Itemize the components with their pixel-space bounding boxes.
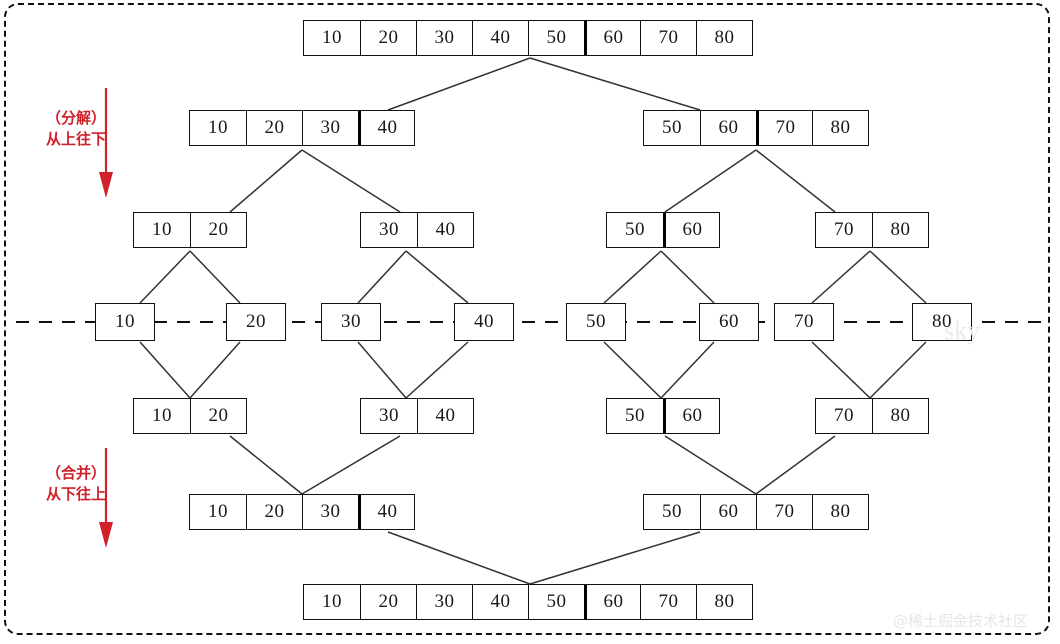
array-row-single-7[interactable]: 70 [774, 303, 834, 341]
array-row-level-2-c[interactable]: 50 60 [606, 212, 720, 248]
array-cell-split-boundary[interactable]: 70 [756, 111, 812, 145]
array-cell[interactable]: 20 [190, 213, 246, 247]
array-cell[interactable]: 80 [812, 495, 868, 529]
array-cell-split-boundary[interactable]: 40 [358, 495, 414, 529]
annotation-divide-line1: （分解） [45, 109, 106, 127]
array-cell[interactable]: 40 [417, 213, 473, 247]
array-cell[interactable]: 10 [96, 304, 154, 340]
divide-arrow-icon [99, 88, 113, 198]
array-cell[interactable]: 80 [696, 21, 752, 55]
array-cell[interactable]: 20 [360, 21, 416, 55]
merge-arrow-icon [99, 448, 113, 548]
array-cell[interactable]: 80 [872, 213, 928, 247]
array-cell[interactable]: 20 [360, 585, 416, 619]
array-cell-split-boundary[interactable]: 60 [663, 399, 719, 433]
array-cell[interactable]: 80 [812, 111, 868, 145]
array-cell[interactable]: 60 [700, 304, 758, 340]
array-row-level-2-a[interactable]: 10 20 [133, 212, 247, 248]
array-cell[interactable]: 20 [246, 495, 302, 529]
array-cell[interactable]: 70 [756, 495, 812, 529]
array-cell[interactable]: 70 [816, 213, 872, 247]
array-row-level-0[interactable]: 10 20 30 40 50 60 70 80 [303, 20, 753, 56]
array-cell[interactable]: 60 [700, 495, 756, 529]
array-cell[interactable]: 40 [455, 304, 513, 340]
array-cell[interactable]: 40 [417, 399, 473, 433]
array-cell[interactable]: 10 [134, 399, 190, 433]
annotation-divide: （分解） 从上往下 [16, 108, 136, 150]
array-row-merge-4-right[interactable]: 50 60 70 80 [643, 494, 869, 530]
array-cell[interactable]: 30 [361, 213, 417, 247]
annotation-divide-line2: 从上往下 [45, 130, 106, 148]
array-row-merge-2-a[interactable]: 10 20 [133, 398, 247, 434]
array-cell[interactable]: 10 [190, 111, 246, 145]
array-row-level-2-d[interactable]: 70 80 [815, 212, 929, 248]
array-cell[interactable]: 70 [816, 399, 872, 433]
array-cell[interactable]: 50 [528, 21, 584, 55]
array-cell[interactable]: 80 [696, 585, 752, 619]
array-cell-split-boundary[interactable]: 60 [584, 585, 640, 619]
array-cell[interactable]: 30 [302, 495, 358, 529]
array-cell[interactable]: 50 [567, 304, 625, 340]
array-cell[interactable]: 20 [246, 111, 302, 145]
array-row-single-5[interactable]: 50 [566, 303, 626, 341]
annotation-merge-line1: （合并） [45, 464, 106, 482]
array-cell[interactable]: 30 [302, 111, 358, 145]
array-cell[interactable]: 80 [913, 304, 971, 340]
array-row-single-3[interactable]: 30 [321, 303, 381, 341]
array-cell[interactable]: 30 [322, 304, 380, 340]
watermark-sky: sky [944, 316, 981, 345]
array-row-single-6[interactable]: 60 [699, 303, 759, 341]
array-cell[interactable]: 10 [304, 585, 360, 619]
array-cell[interactable]: 30 [416, 21, 472, 55]
array-cell[interactable]: 20 [190, 399, 246, 433]
array-cell[interactable]: 70 [640, 585, 696, 619]
array-row-single-2[interactable]: 20 [226, 303, 286, 341]
annotation-merge-line2: 从下往上 [45, 485, 106, 503]
array-cell-split-boundary[interactable]: 40 [358, 111, 414, 145]
array-cell[interactable]: 30 [361, 399, 417, 433]
watermark-brand: @稀土掘金技术社区 [893, 612, 1029, 630]
array-cell[interactable]: 10 [134, 213, 190, 247]
array-row-level-2-b[interactable]: 30 40 [360, 212, 474, 248]
array-cell-split-boundary[interactable]: 60 [663, 213, 719, 247]
array-cell[interactable]: 50 [644, 495, 700, 529]
array-row-merge-2-b[interactable]: 30 40 [360, 398, 474, 434]
array-row-single-8[interactable]: 80 [912, 303, 972, 341]
array-row-level-1-left[interactable]: 10 20 30 40 [189, 110, 415, 146]
array-cell[interactable]: 50 [644, 111, 700, 145]
array-cell[interactable]: 50 [607, 213, 663, 247]
array-cell[interactable]: 50 [528, 585, 584, 619]
array-cell[interactable]: 80 [872, 399, 928, 433]
array-cell[interactable]: 50 [607, 399, 663, 433]
array-cell[interactable]: 70 [775, 304, 833, 340]
array-cell[interactable]: 30 [416, 585, 472, 619]
annotation-merge: （合并） 从下往上 [16, 463, 136, 505]
array-cell-split-boundary[interactable]: 60 [584, 21, 640, 55]
array-row-level-1-right[interactable]: 50 60 70 80 [643, 110, 869, 146]
array-row-final-sorted[interactable]: 10 20 30 40 50 60 70 80 [303, 584, 753, 620]
array-cell[interactable]: 20 [227, 304, 285, 340]
array-row-single-1[interactable]: 10 [95, 303, 155, 341]
array-row-merge-2-c[interactable]: 50 60 [606, 398, 720, 434]
array-row-merge-2-d[interactable]: 70 80 [815, 398, 929, 434]
array-cell[interactable]: 40 [472, 585, 528, 619]
array-row-single-4[interactable]: 40 [454, 303, 514, 341]
array-row-merge-4-left[interactable]: 10 20 30 40 [189, 494, 415, 530]
array-cell[interactable]: 60 [700, 111, 756, 145]
array-cell[interactable]: 10 [190, 495, 246, 529]
array-cell[interactable]: 40 [472, 21, 528, 55]
array-cell[interactable]: 10 [304, 21, 360, 55]
array-cell[interactable]: 70 [640, 21, 696, 55]
